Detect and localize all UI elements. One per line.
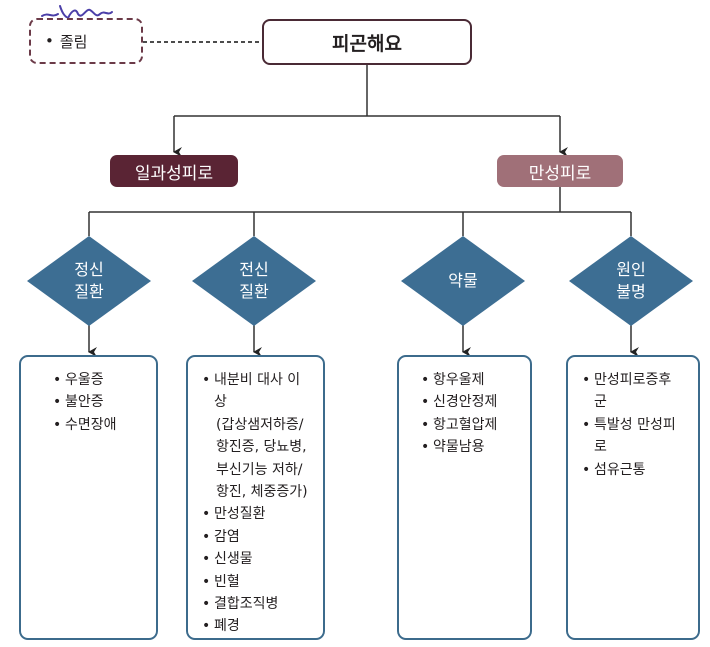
cause-card-systemic: 내분비 대사 이상 (갑상샘저하증/ 항진증, 당뇨병, 부신기능 저하/ 항진…: [186, 355, 325, 640]
list-item: 특발성 만성피로: [582, 414, 684, 459]
cause-diamond-unknown: 원인 불명: [569, 236, 693, 326]
list-item: 약물남용: [421, 436, 516, 459]
list-item-continuation: (갑상샘저하증/: [216, 416, 304, 433]
cause-diamond-drug: 약물: [401, 236, 525, 326]
top-node-fatigue: 피곤해요: [262, 19, 472, 65]
list-item: 항고혈압제: [421, 414, 516, 437]
cause-diamond-systemic: 전신 질환: [192, 236, 316, 326]
list-item: 우울증: [53, 369, 142, 392]
top-node-label: 피곤해요: [332, 32, 402, 55]
list-item: 섬유근통: [582, 459, 684, 482]
list-item: 수면장애: [53, 414, 142, 437]
list-item: 신경안정제: [421, 391, 516, 414]
category-chronic-fatigue: 만성피로: [497, 155, 623, 187]
list-item: 신생물: [202, 548, 309, 571]
list-item: 만성피로증후군: [582, 369, 684, 414]
cause-label: 약물: [448, 271, 478, 291]
side-note-label: 졸림: [59, 32, 88, 51]
cause-label: 원인 불명: [616, 260, 646, 301]
list-item: 항우울제: [421, 369, 516, 392]
list-item: 빈혈: [202, 571, 309, 594]
list-item: 내분비 대사 이상: [202, 369, 309, 414]
list-item: 불안증: [53, 391, 142, 414]
list-item: 폐경: [202, 615, 309, 638]
category-label: 일과성피로: [134, 163, 214, 184]
side-note-drowsiness: • 졸림: [29, 18, 143, 64]
list-item: 만성질환: [202, 503, 309, 526]
category-transient-fatigue: 일과성피로: [110, 155, 238, 187]
cause-card-psychiatric: 우울증 불안증 수면장애: [19, 355, 158, 640]
cause-card-unknown: 만성피로증후군 특발성 만성피로 섬유근통: [566, 355, 700, 640]
bullet-icon: •: [45, 32, 54, 50]
cause-label: 전신 질환: [239, 260, 269, 301]
list-item: 감염: [202, 526, 309, 549]
cause-diamond-psychiatric: 정신 질환: [27, 236, 151, 326]
handwritten-scribble: [41, 5, 113, 20]
list-item-continuation: 부신기능 저하/: [216, 461, 303, 478]
cause-card-drug: 항우울제 신경안정제 항고혈압제 약물남용: [397, 355, 532, 640]
list-item: 결합조직병: [202, 593, 309, 616]
list-item-continuation: 항진증, 당뇨병,: [216, 439, 307, 456]
list-item-continuation: 항진, 체중증가): [216, 483, 308, 500]
cause-label: 정신 질환: [74, 260, 104, 301]
category-label: 만성피로: [528, 163, 592, 184]
